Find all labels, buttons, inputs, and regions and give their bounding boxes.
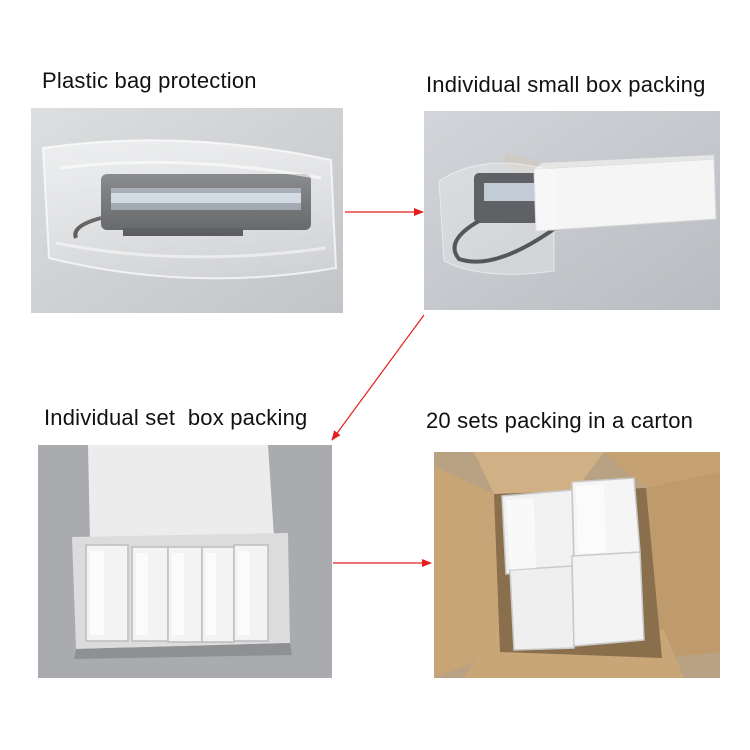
caption-individual-small-box-packing: Individual small box packing: [426, 72, 706, 97]
caption-plastic-bag-protection: Plastic bag protection: [42, 68, 257, 93]
caption-individual-set-box-packing: Individual set box packing: [44, 405, 308, 430]
photo-light-in-plastic-bag: [31, 108, 343, 313]
photo-light-in-small-box: [424, 111, 720, 310]
photo-carton-with-boxes: [434, 452, 720, 678]
photo-set-box-with-five-boxes: [38, 445, 332, 678]
caption-carton-packing: 20 sets packing in a carton: [426, 408, 694, 433]
arrow-small-box-to-set-box: [331, 314, 425, 441]
